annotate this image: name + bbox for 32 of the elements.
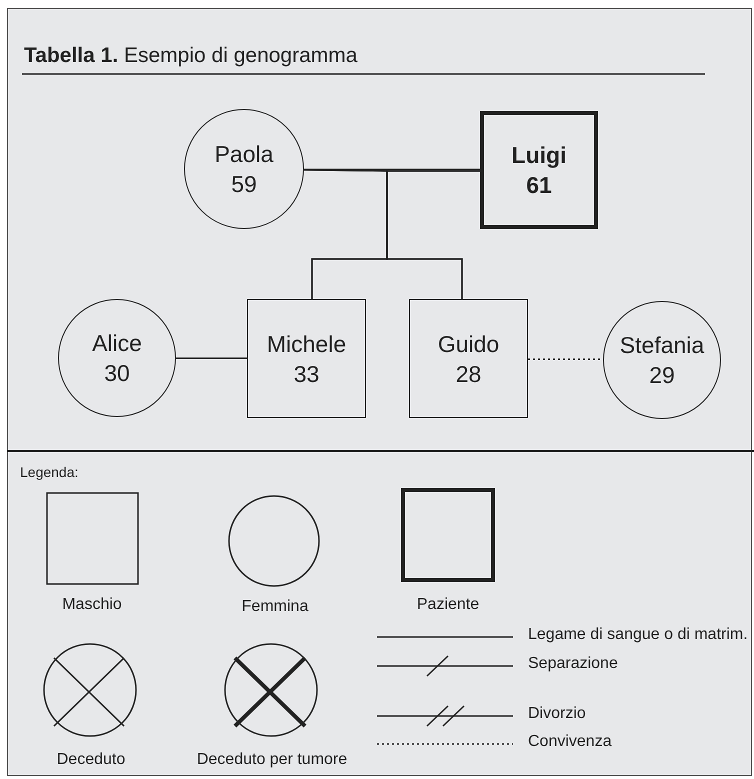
legend-label: Paziente xyxy=(416,596,480,614)
person-name: Paola xyxy=(214,140,274,169)
person-age: 28 xyxy=(456,360,482,388)
legend-label: Maschio xyxy=(62,596,122,614)
person-name: Stefania xyxy=(620,331,704,360)
male-box xyxy=(247,299,366,418)
person-name: Guido xyxy=(438,330,500,358)
male-box xyxy=(409,299,528,418)
patient-male-box xyxy=(480,111,598,229)
relationship-line xyxy=(176,358,247,359)
legend-label: Separazione xyxy=(528,655,618,673)
person-name: Alice xyxy=(92,329,142,358)
relationship-line xyxy=(386,170,480,299)
person-name: Michele xyxy=(266,330,346,358)
legend-label: Convivenza xyxy=(528,733,612,751)
person-age: 59 xyxy=(231,170,257,199)
cohabitation-line xyxy=(528,358,603,360)
person-age: 61 xyxy=(526,171,552,200)
legend-label: Divorzio xyxy=(528,705,586,723)
female-circle xyxy=(603,301,721,419)
person-age: 33 xyxy=(294,360,320,388)
person-name: Luigi xyxy=(512,141,566,170)
female-circle xyxy=(184,109,304,229)
person-age: 29 xyxy=(649,361,675,390)
legend-label: Legame di sangue o di matrim. xyxy=(528,626,748,644)
legend-label: Deceduto per tumore xyxy=(196,751,348,769)
legend-label: Deceduto xyxy=(56,751,126,769)
person-age: 30 xyxy=(104,359,130,388)
female-circle xyxy=(58,299,176,417)
legend-heading: Legenda: xyxy=(20,464,78,480)
legend-label: Femmina xyxy=(242,598,308,616)
table-title: Tabella 1. Esempio di genogramma xyxy=(24,44,358,68)
